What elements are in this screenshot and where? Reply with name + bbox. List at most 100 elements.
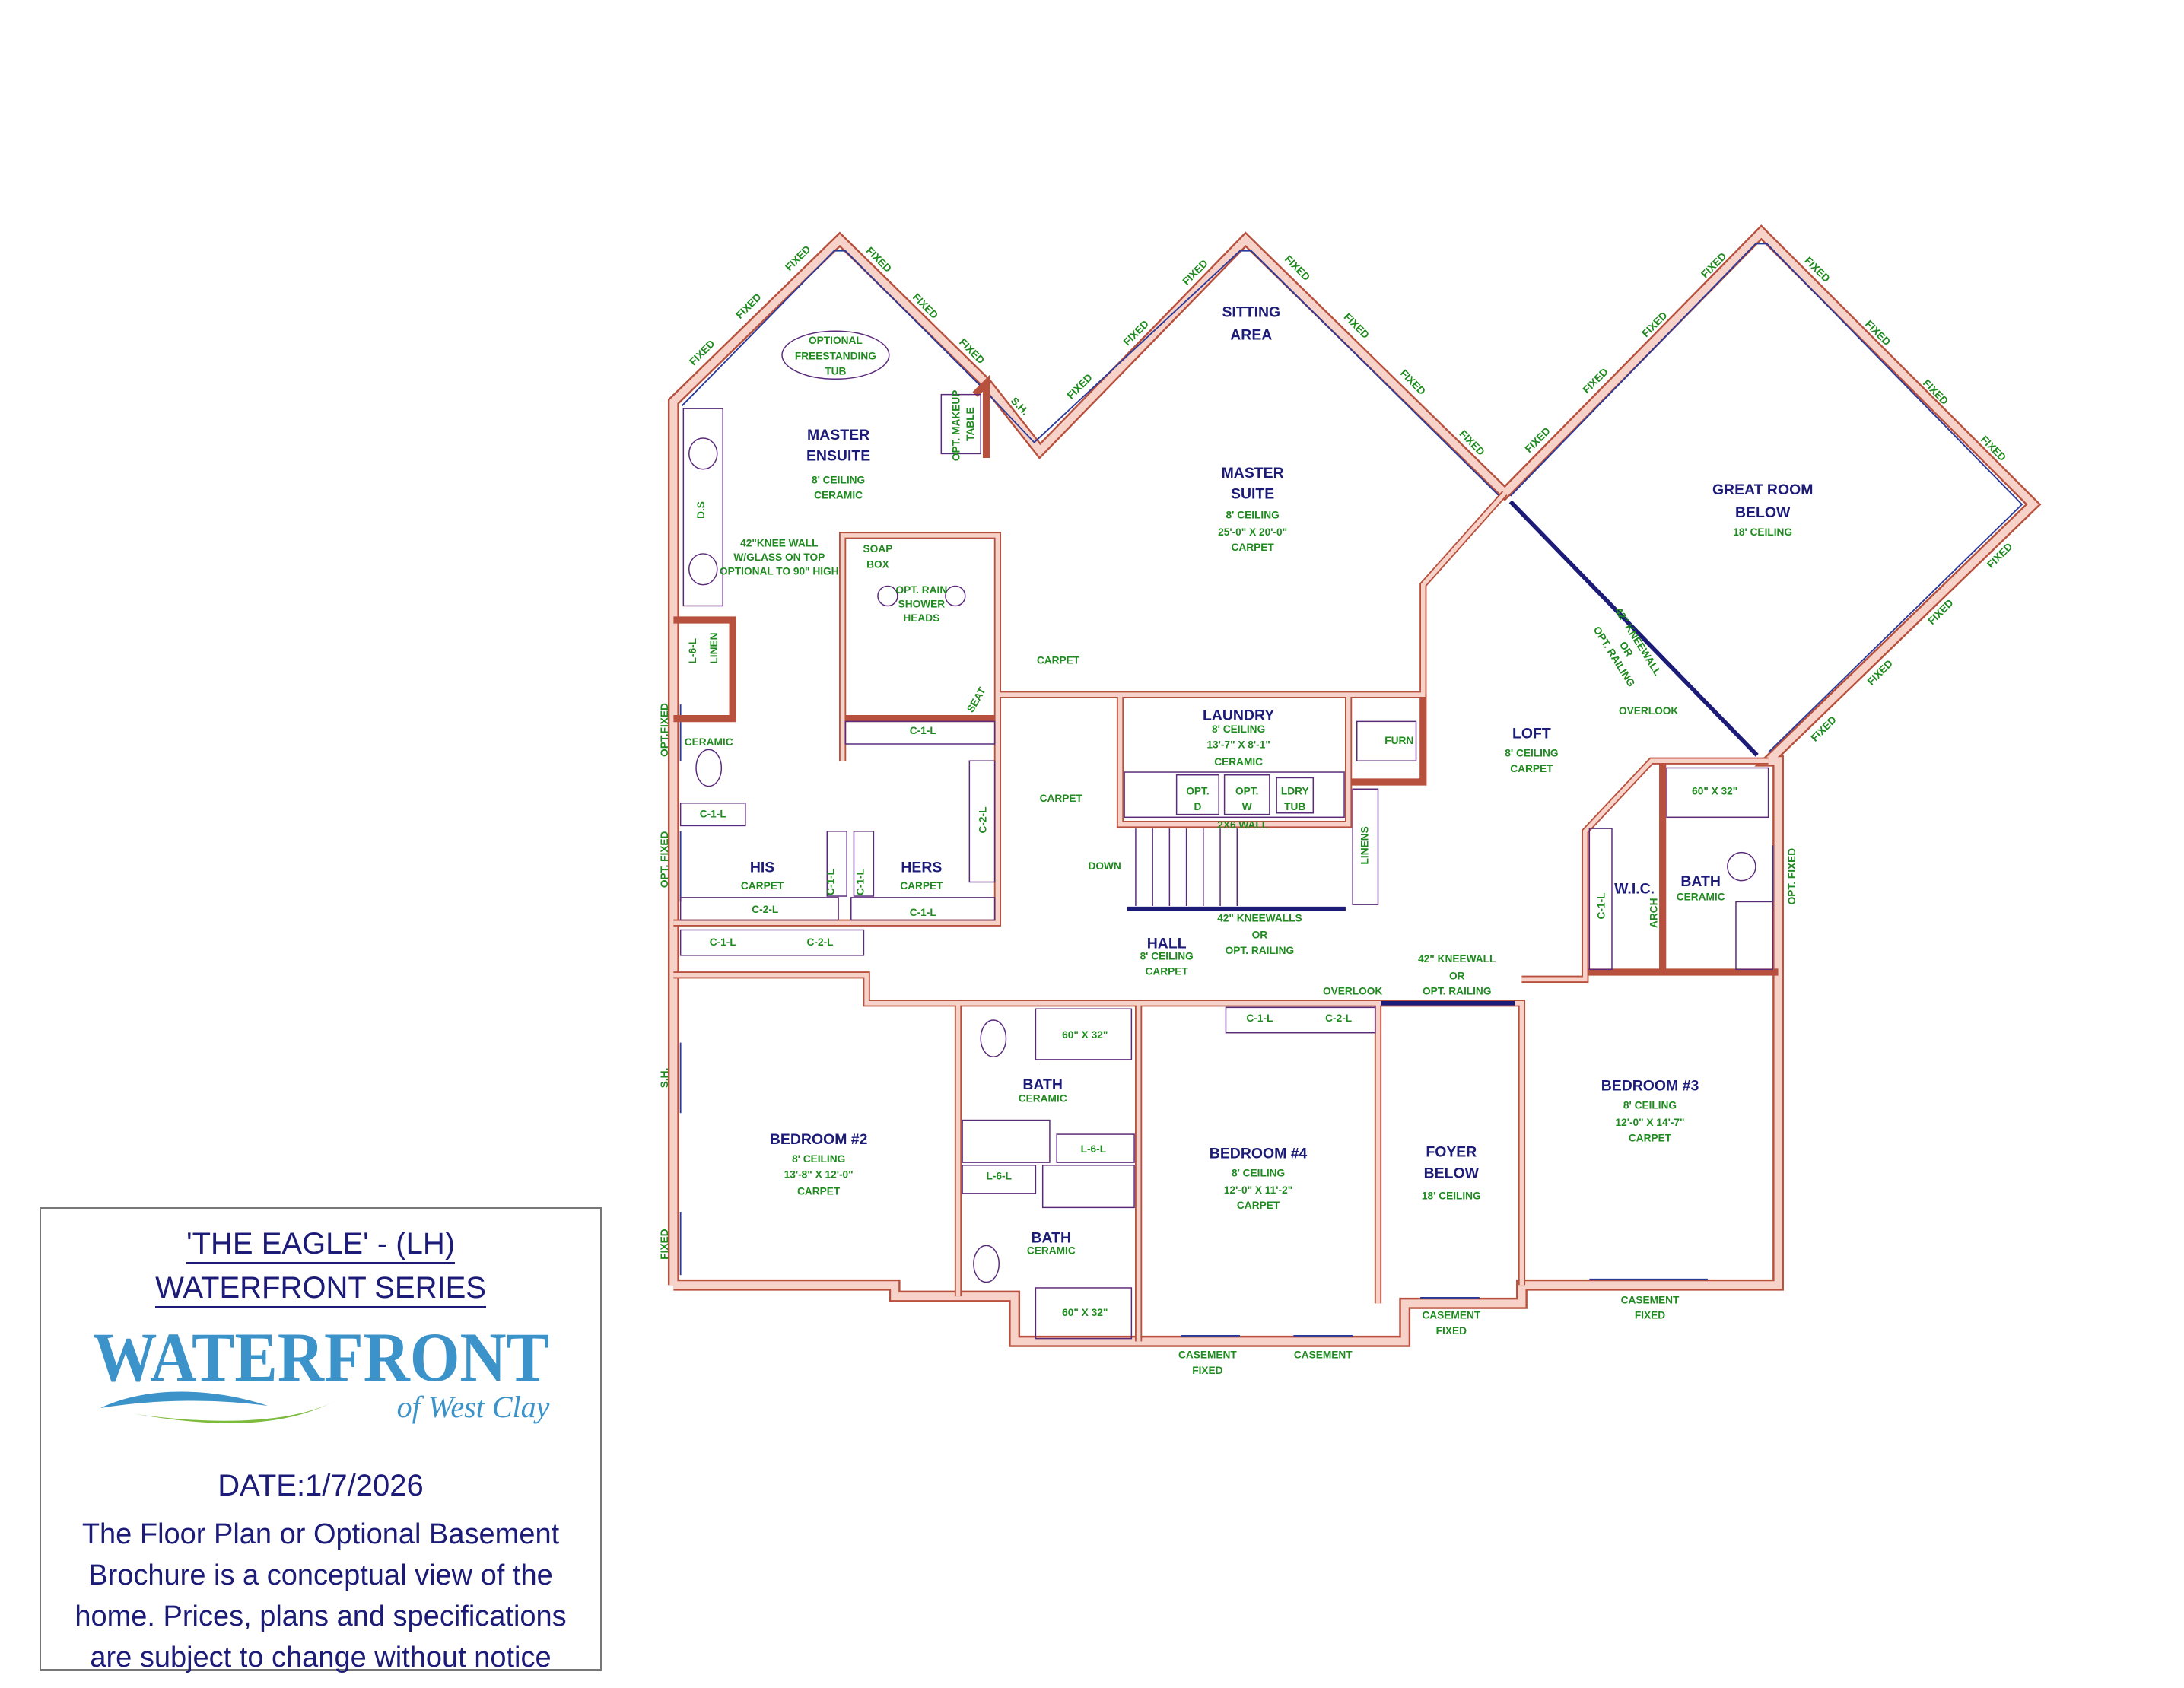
knee-wall-note: OPTIONAL TO 90" HIGH: [720, 566, 839, 577]
window-label: CASEMENT: [1294, 1349, 1353, 1361]
tub-size: 60" X 32": [1062, 1029, 1108, 1041]
room-size: 12'-0" X 14'-7": [1615, 1117, 1684, 1128]
bedroom-3-label: BEDROOM #3: [1601, 1078, 1699, 1095]
tub-size: 60" X 32": [1062, 1307, 1108, 1318]
window-label: FIXED: [1635, 1310, 1665, 1321]
room-size: 12'-0" X 11'-2": [1224, 1184, 1292, 1196]
room-floor: CARPET: [1237, 1200, 1280, 1211]
seat-label: SEAT: [965, 685, 988, 715]
laundry-tub-label: LDRY: [1281, 786, 1309, 797]
tub-label: TUB: [825, 366, 846, 377]
kneewall-note: OR: [1449, 970, 1465, 981]
logo-wordmark: WATERFRONT: [93, 1318, 549, 1396]
series-title: WATERFRONT SERIES: [155, 1270, 486, 1308]
room-ceiling: 8' CEILING: [1140, 950, 1194, 962]
closet-label: C-1-L: [1596, 893, 1607, 920]
soap-box-label: BOX: [866, 558, 890, 570]
rain-shower-label: OPT. RAIN: [896, 584, 948, 596]
info-box: 'THE EAGLE' - (LH) WATERFRONT SERIES WAT…: [40, 1207, 602, 1674]
room-floor: CARPET: [900, 880, 943, 892]
linen-closet-label: L-6-L: [987, 1170, 1012, 1181]
floor-label: CARPET: [1040, 793, 1083, 804]
overlook-label: OVERLOOK: [1619, 705, 1678, 717]
plan-date: DATE:1/7/2026: [218, 1469, 424, 1502]
window-label: OPT. FIXED: [659, 831, 670, 889]
room-floor: CERAMIC: [1027, 1245, 1076, 1257]
master-ensuite-label: ENSUITE: [806, 448, 870, 465]
room-floor: CARPET: [1629, 1132, 1672, 1143]
disclaimer-line: home. Prices, plans and specifications: [75, 1601, 567, 1632]
master-suite-label: SUITE: [1231, 486, 1274, 503]
washer-label: W: [1242, 801, 1252, 812]
kneewall-note: 42" KNEEWALLS: [1217, 912, 1302, 923]
loft-label: LOFT: [1512, 726, 1551, 742]
great-room-label: BELOW: [1735, 504, 1791, 521]
washer-label: OPT.: [1235, 786, 1258, 797]
fixtures: [679, 330, 1773, 1340]
disclaimer-line: Brochure is a conceptual view of the: [88, 1559, 553, 1591]
dryer-label: D: [1194, 801, 1201, 812]
room-ceiling: 8' CEILING: [792, 1153, 845, 1165]
master-ensuite-label: MASTER: [807, 427, 869, 443]
disclaimer-line: are subject to change without notice: [90, 1642, 552, 1674]
room-floor: CERAMIC: [1677, 892, 1725, 903]
room-floor: CARPET: [741, 880, 784, 892]
bedroom-2-label: BEDROOM #2: [770, 1131, 868, 1148]
window-label: S.H.: [659, 1068, 670, 1089]
foyer-label: FOYER: [1426, 1144, 1477, 1161]
logo-subtitle: of West Clay: [396, 1390, 549, 1424]
arch-label: ARCH: [1648, 898, 1659, 928]
room-floor: CERAMIC: [1019, 1092, 1067, 1104]
room-ceiling: 8' CEILING: [812, 474, 865, 485]
disclaimer-line: The Floor Plan or Optional Basement: [81, 1518, 560, 1550]
window-label: CASEMENT: [1178, 1349, 1237, 1361]
window-label: OPT.FIXED: [659, 703, 670, 757]
bedroom-4-label: BEDROOM #4: [1210, 1146, 1308, 1162]
closet-label: C-1-L: [700, 808, 726, 819]
room-ceiling: 8' CEILING: [1232, 1168, 1285, 1179]
bath-label: BATH: [1680, 873, 1721, 890]
window-label: CASEMENT: [1621, 1294, 1680, 1305]
linens-label: LINENS: [1359, 826, 1371, 864]
linen-closet-label: L-6-L: [1081, 1143, 1106, 1155]
tub-size: 60" X 32": [1692, 786, 1737, 797]
tub-label: OPTIONAL: [809, 335, 863, 346]
room-ceiling: 8' CEILING: [1505, 748, 1558, 759]
laundry-label: LAUNDRY: [1203, 707, 1274, 724]
sitting-area-label: AREA: [1230, 326, 1272, 343]
room-floor: CERAMIC: [1214, 756, 1263, 768]
kneewall-note: 42" KNEEWALL: [1418, 953, 1496, 965]
disclaimer: The Floor Plan or Optional Basement Broc…: [41, 1514, 600, 1678]
dryer-label: OPT.: [1186, 786, 1209, 797]
window-label: FIXED: [659, 1229, 670, 1259]
ds-label: D.S: [695, 501, 707, 519]
freestanding-tub: [781, 330, 890, 380]
room-size: 25'-0" X 20'-0": [1218, 526, 1287, 538]
room-size: 13'-7" X 8'-1": [1206, 739, 1270, 751]
closet-label: C-2-L: [978, 807, 989, 834]
bath-label: BATH: [1032, 1230, 1072, 1247]
overlook-label: OVERLOOK: [1323, 986, 1382, 997]
room-size: 13'-8" X 12'-0": [784, 1168, 854, 1180]
furnace-label: FURN: [1384, 735, 1413, 746]
room-ceiling: 8' CEILING: [1212, 723, 1265, 735]
closet-label: C-1-L: [710, 936, 736, 948]
exterior-walls: [667, 224, 2042, 1347]
closet-label: C-1-L: [910, 725, 936, 736]
room-floor: CERAMIC: [814, 490, 863, 501]
linen-closet-label: LINEN: [708, 633, 720, 664]
window-bands: [679, 243, 2023, 1337]
kneewall-note: OPT. RAILING: [1423, 986, 1492, 997]
makeup-label: OPT. MAKEUP: [950, 390, 962, 462]
linen-closet-label: L-6-L: [687, 638, 698, 663]
soap-box-label: SOAP: [863, 543, 893, 555]
window-label: FIXED: [1436, 1325, 1467, 1337]
bath-label: BATH: [1022, 1076, 1063, 1093]
room-floor: CARPET: [797, 1186, 841, 1197]
rain-shower-label: HEADS: [903, 612, 939, 624]
window-label: FIXED: [1192, 1365, 1222, 1376]
knee-wall-note: 42"KNEE WALL: [740, 538, 818, 549]
makeup-label: TABLE: [965, 407, 976, 441]
room-labels: MASTER ENSUITE 8' CEILING CERAMIC OPTION…: [685, 304, 1814, 1318]
